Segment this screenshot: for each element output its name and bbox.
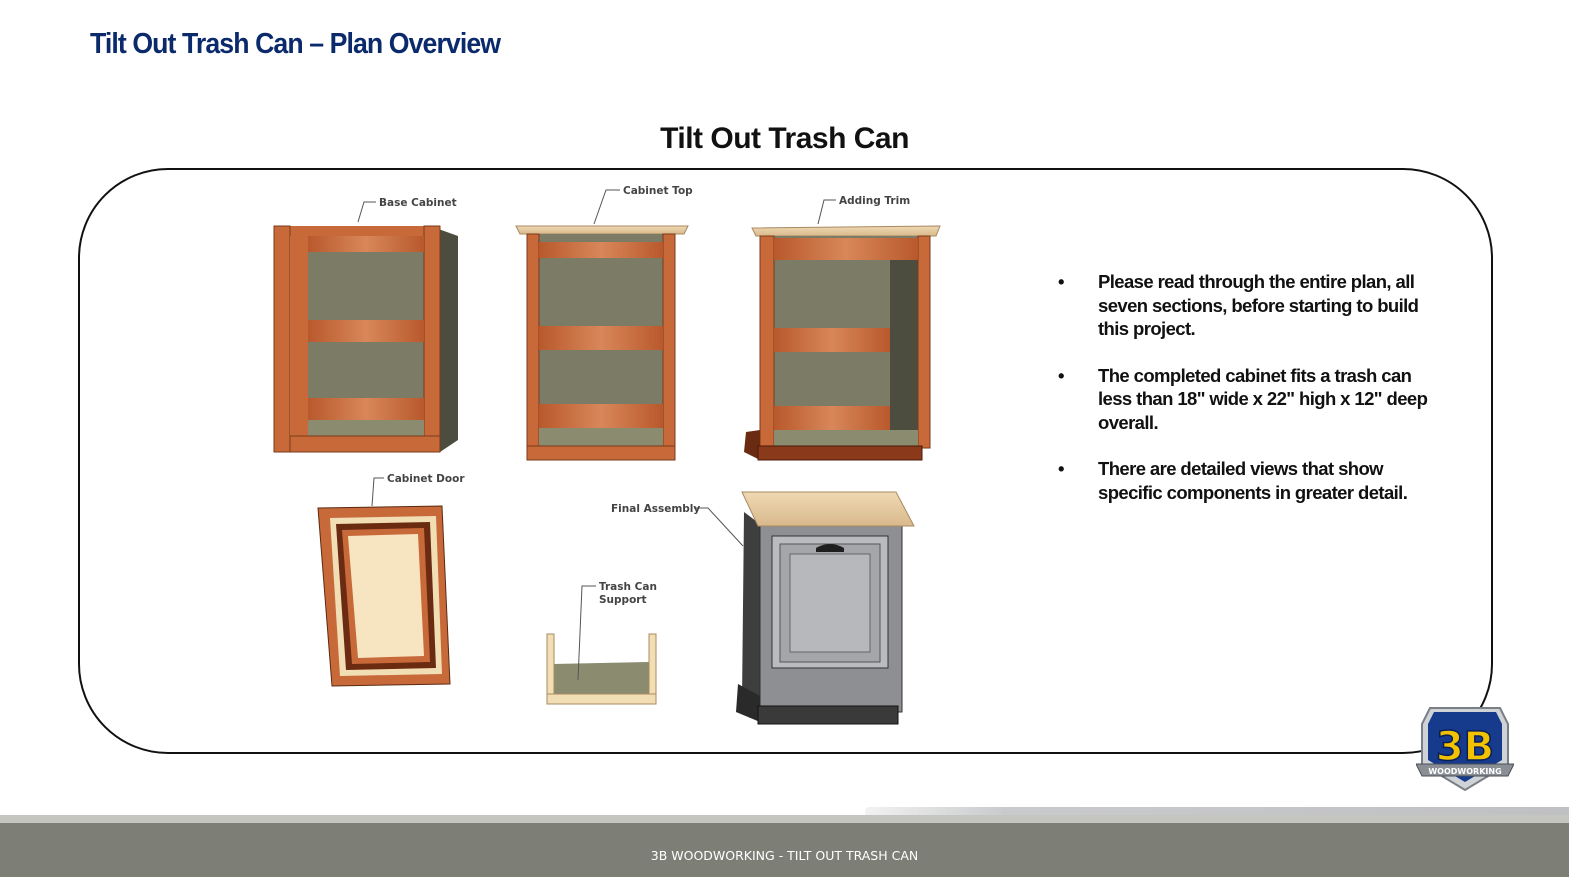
bullet-icon: • (1058, 271, 1064, 292)
label-final-assembly: Final Assembly (611, 503, 700, 515)
cabinet-door-figure: Cabinet Door (317, 473, 465, 687)
label-trash-can-support-1: Trash Can (599, 581, 657, 593)
note-item: • Please read through the entire plan, al… (1058, 270, 1428, 341)
content-panel (78, 168, 1493, 754)
note-text: Please read through the entire plan, all… (1098, 271, 1419, 339)
slide-title: Tilt Out Trash Can – Plan Overview (90, 28, 501, 60)
footer-text: 3B WOODWORKING - TILT OUT TRASH CAN (650, 848, 919, 863)
bullet-icon: • (1058, 458, 1064, 479)
footer-accent (865, 807, 1569, 815)
logo-text: 3B (1436, 724, 1494, 770)
trash-can-support-figure: Trash Can Support (546, 581, 657, 705)
notes-list: • Please read through the entire plan, al… (1058, 270, 1428, 527)
note-text: There are detailed views that show speci… (1098, 458, 1408, 503)
note-text: The completed cabinet fits a trash can l… (1098, 364, 1428, 433)
footer-divider (0, 815, 1569, 823)
3b-woodworking-logo: 3B WOODWORKING (1416, 707, 1514, 792)
note-item: • There are detailed views that show spec… (1058, 457, 1428, 504)
label-cabinet-top: Cabinet Top (623, 185, 693, 197)
label-adding-trim: Adding Trim (839, 195, 910, 207)
label-cabinet-door: Cabinet Door (387, 473, 465, 485)
footer-bar (0, 823, 1569, 877)
cabinet-top-figure: Cabinet Top (515, 185, 693, 461)
note-item: • The completed cabinet fits a trash can … (1058, 364, 1428, 435)
final-assembly-figure: Final Assembly (611, 491, 915, 725)
label-trash-can-support-2: Support (599, 594, 646, 606)
bullet-icon: • (1058, 364, 1064, 386)
base-cabinet-figure: Base Cabinet (273, 197, 458, 453)
content-title: Tilt Out Trash Can (660, 122, 909, 155)
label-base-cabinet: Base Cabinet (379, 197, 457, 209)
logo-banner: WOODWORKING (1428, 767, 1501, 776)
adding-trim-figure: Adding Trim (744, 195, 941, 461)
